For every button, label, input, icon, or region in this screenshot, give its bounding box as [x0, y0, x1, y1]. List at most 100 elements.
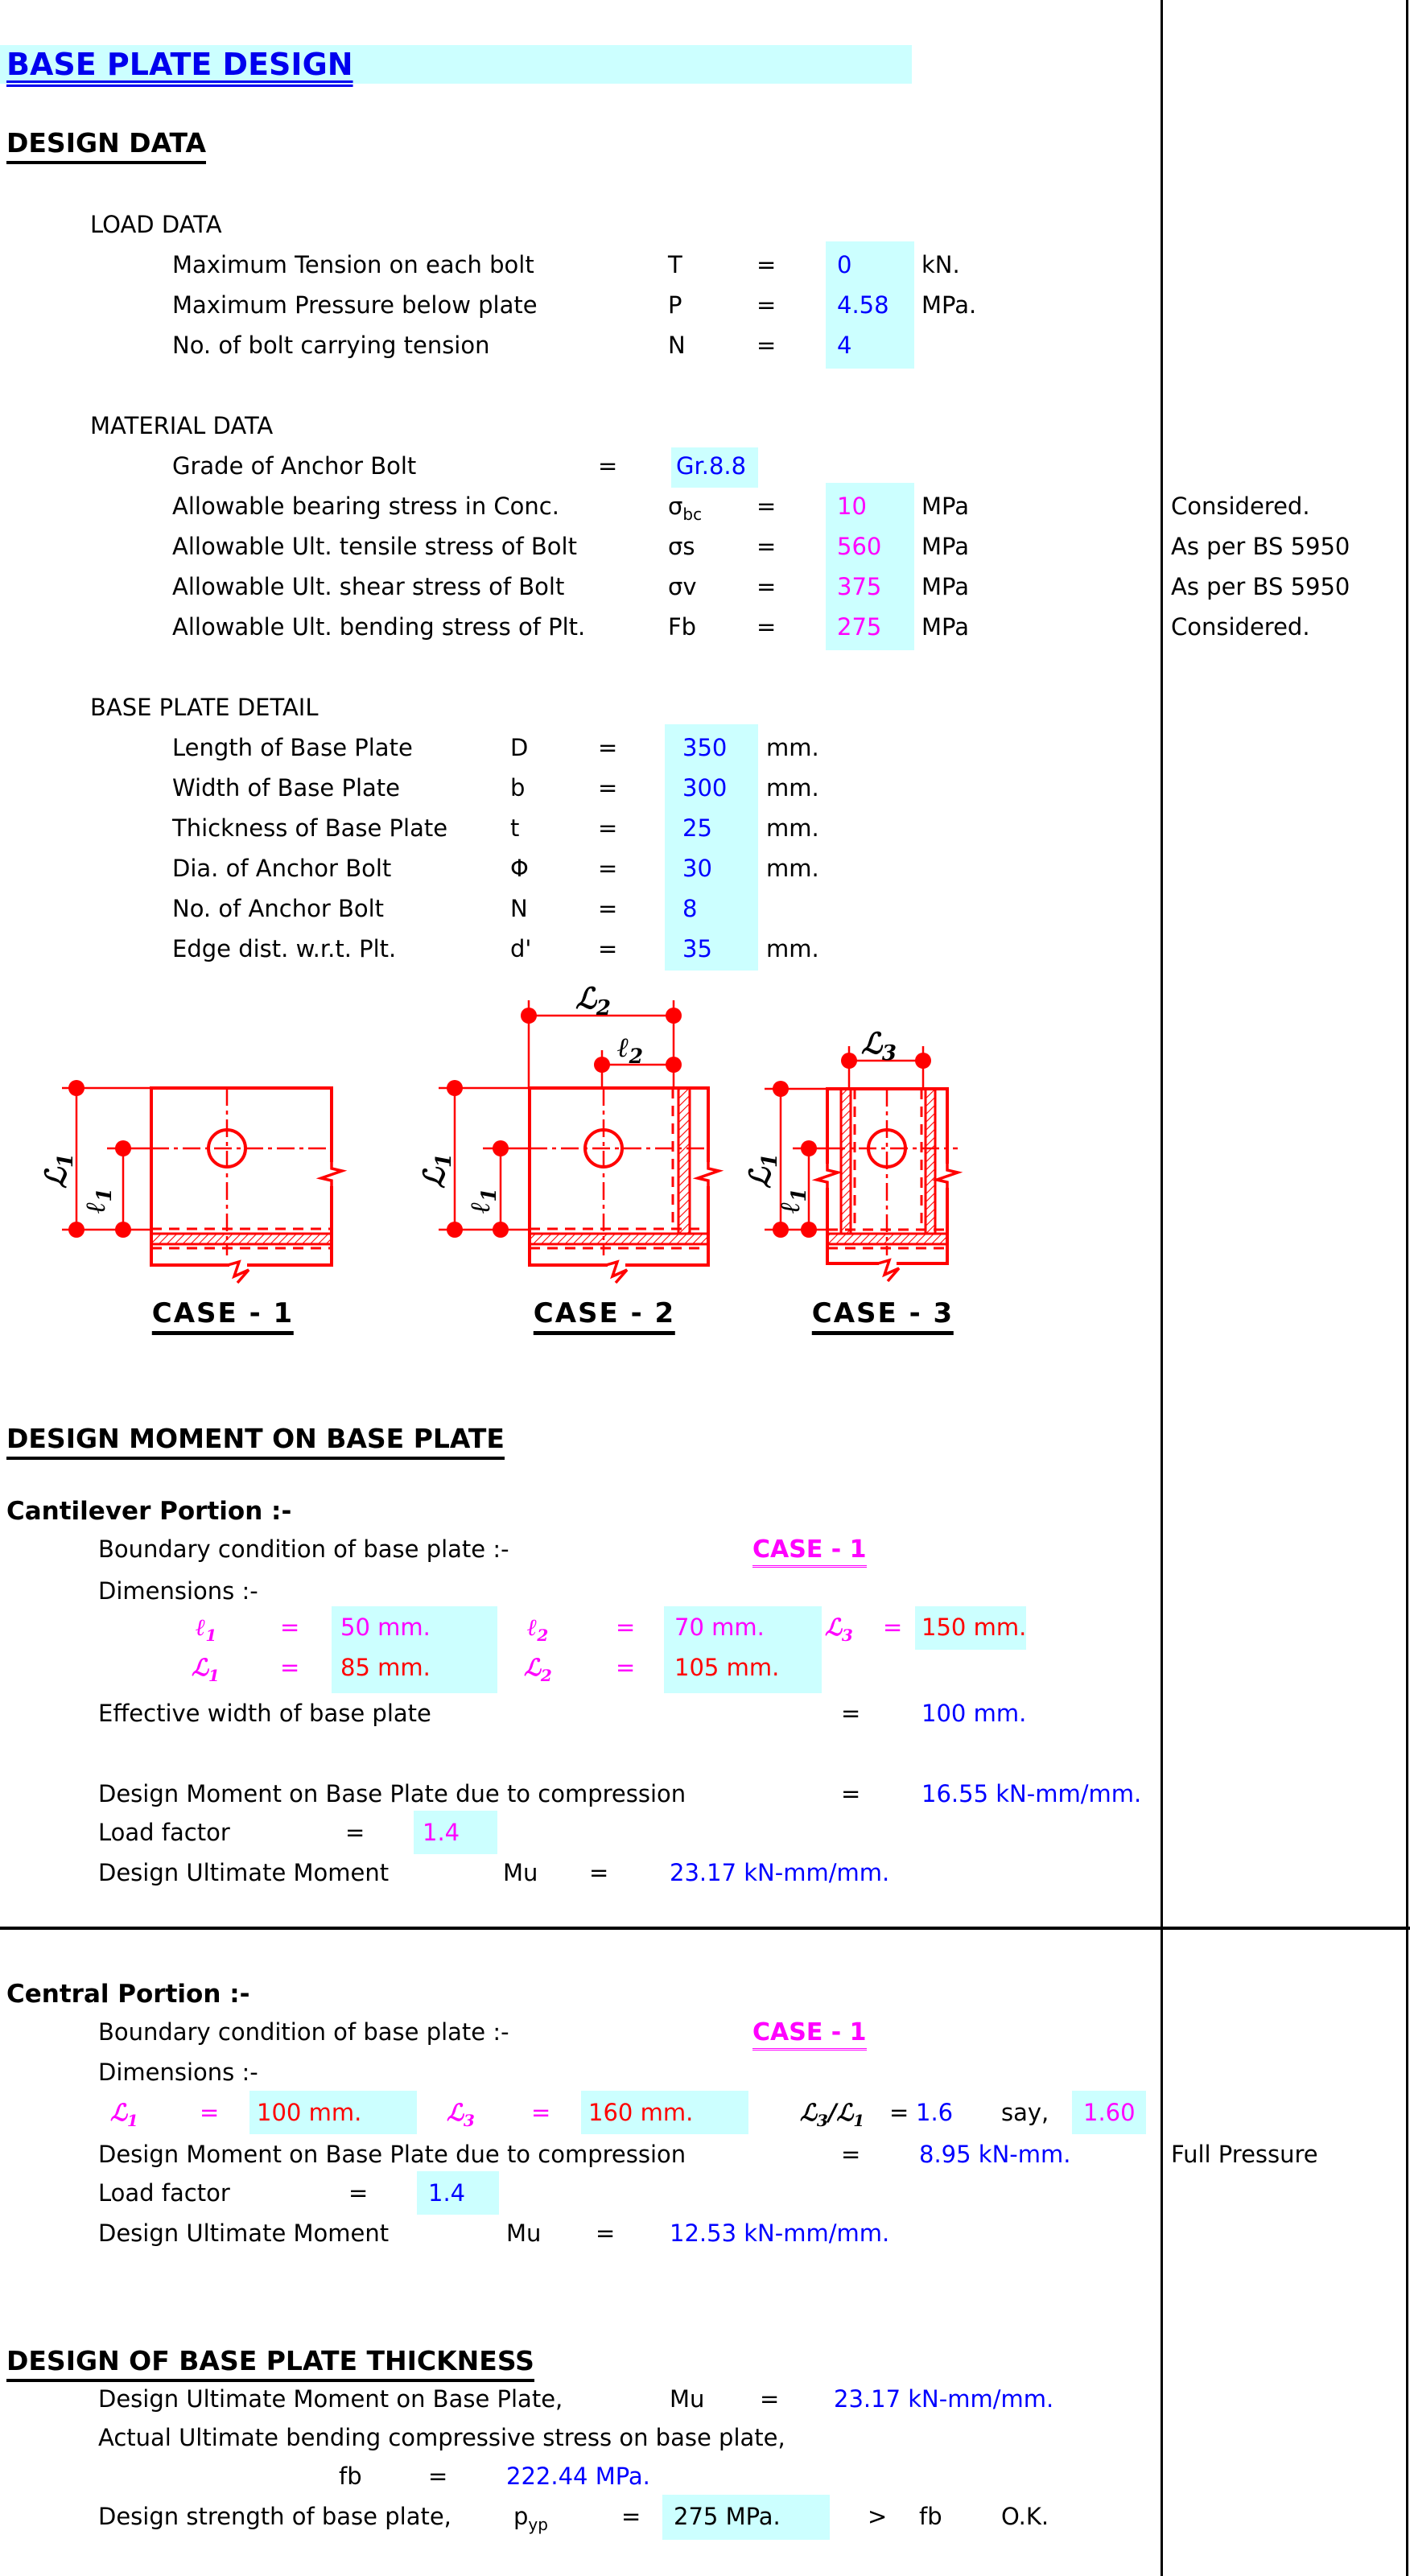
equals-sign: = [757, 332, 777, 359]
bending-stress-value[interactable]: 275 [837, 613, 882, 641]
row-label: Design Ultimate Moment on Base Plate, [98, 2385, 563, 2413]
edge-dist-value[interactable]: 35 [682, 935, 712, 962]
break-mark-icon [692, 1159, 724, 1191]
equals-sign: = [348, 2179, 369, 2207]
dim-symbol: ℒ3 [825, 1614, 853, 1645]
l1-value[interactable]: 50 mm. [340, 1614, 431, 1641]
equals-sign: = [596, 2219, 616, 2247]
section-divider-line [0, 1927, 1410, 1930]
stiffener [677, 1086, 691, 1235]
boundary-case-value[interactable]: CASE - 1 [752, 2018, 867, 2050]
row-symbol: P [668, 291, 682, 319]
row-label: Dimensions :- [98, 1577, 258, 1605]
input-cell-design-strength[interactable] [662, 2495, 830, 2540]
input-cell-central-L3[interactable] [581, 2091, 748, 2134]
tension-value[interactable]: 0 [837, 251, 852, 278]
equals-sign: = [598, 895, 618, 922]
cantilever-heading: Cantilever Portion :- [6, 1497, 292, 1526]
row-symbol: d' [510, 935, 532, 962]
input-cell-load-factor[interactable] [414, 1811, 497, 1854]
central-load-factor-row: Load factor = 1.4 [0, 2179, 1410, 2219]
cantilever-ultimate-row: Design Ultimate Moment Mu = 23.17 kN-mm/… [0, 1859, 1410, 1899]
input-cell-L3[interactable] [915, 1606, 1026, 1650]
L3-value[interactable]: 150 mm. [921, 1614, 1027, 1641]
equals-sign: = [883, 1614, 903, 1641]
input-cell-load-values[interactable] [826, 241, 914, 369]
l2-value[interactable]: 70 mm. [674, 1614, 765, 1641]
bearing-stress-value[interactable]: 10 [837, 493, 867, 520]
equals-sign: = [841, 1780, 861, 1807]
dimension-dots [447, 1008, 682, 1238]
row-label: Design Moment on Base Plate due to compr… [98, 1780, 686, 1807]
equals-sign: = [598, 734, 618, 761]
row-label: Width of Base Plate [172, 774, 401, 802]
cantilever-boundary-row: Boundary condition of base plate :- CASE… [0, 1535, 1410, 1576]
anchor-count-value[interactable]: 8 [682, 895, 698, 922]
grade-value[interactable]: Gr.8.8 [676, 452, 747, 480]
row-note: Full Pressure [1171, 2141, 1318, 2168]
cantilever-load-factor-row: Load factor = 1.4 [0, 1819, 1410, 1859]
cantilever-dims-row-2: ℒ1 = 85 mm. ℒ2 = 105 mm. [0, 1654, 1410, 1694]
bolt-dia-value[interactable]: 30 [682, 855, 712, 882]
tensile-stress-value[interactable]: 560 [837, 533, 882, 560]
bolt-count-value[interactable]: 4 [837, 332, 852, 359]
equals-sign: = [616, 1614, 636, 1641]
L2-value[interactable]: 105 mm. [674, 1654, 780, 1681]
row-symbol: t [510, 814, 520, 842]
central-L1-value[interactable]: 100 mm. [257, 2099, 362, 2126]
input-cell-l1[interactable] [332, 1606, 497, 1693]
plate-thickness-value[interactable]: 25 [682, 814, 712, 842]
equals-sign: = [757, 533, 777, 560]
plate-row-thickness: Thickness of Base Plate t = 25 mm. [0, 814, 1410, 855]
load-data-heading: LOAD DATA [90, 211, 222, 238]
input-cell-central-load-factor[interactable] [417, 2171, 499, 2215]
design-strength-value[interactable]: 275 MPa. [674, 2503, 781, 2530]
base-plate-case-diagrams: ℒ1 ℓ1 ℒ1 ℓ1 ℒ2 ℓ2 ℒ1 ℓ1 ℒ3 [39, 986, 963, 1284]
row-symbol: σbc [668, 493, 702, 524]
equals-sign: = [531, 2099, 551, 2126]
compression-moment-value: 16.55 kN-mm/mm. [921, 1780, 1142, 1807]
boundary-case-value[interactable]: CASE - 1 [752, 1535, 867, 1568]
load-factor-value[interactable]: 1.4 [423, 1819, 460, 1846]
row-unit: MPa [921, 493, 969, 520]
input-cell-plate-values[interactable] [665, 724, 758, 971]
dim-label-L1: ℒ1 [418, 1153, 456, 1189]
equals-sign: = [841, 2141, 861, 2168]
row-note: Considered. [1171, 613, 1310, 641]
plate-width-value[interactable]: 300 [682, 774, 728, 802]
equals-sign: = [889, 2099, 909, 2126]
thickness-heading: DESIGN OF BASE PLATE THICKNESS [6, 2345, 534, 2382]
equals-sign: = [200, 2099, 220, 2126]
dim-label-L3: ℒ3 [861, 1027, 897, 1065]
input-cell-l2[interactable] [664, 1606, 822, 1693]
equals-sign: = [841, 1700, 861, 1727]
plate-row-width: Width of Base Plate b = 300 mm. [0, 774, 1410, 814]
row-label: Boundary condition of base plate :- [98, 1535, 509, 1563]
plate-length-value[interactable]: 350 [682, 734, 728, 761]
pressure-value[interactable]: 4.58 [837, 291, 889, 319]
row-symbol: σv [668, 573, 697, 600]
central-dims-row: ℒ1 = 100 mm. ℒ3 = 160 mm. ℒ3/ℒ1 = 1.6 sa… [0, 2099, 1410, 2139]
input-cell-material-values[interactable] [826, 483, 914, 650]
row-note: As per BS 5950 [1171, 533, 1350, 560]
input-cell-central-L1[interactable] [249, 2091, 417, 2134]
load-factor-value[interactable]: 1.4 [428, 2179, 466, 2207]
equals-sign: = [598, 452, 618, 480]
ratio-rounded-value[interactable]: 1.60 [1083, 2099, 1136, 2126]
input-cell-ratio[interactable] [1072, 2091, 1146, 2134]
case2-drawing [439, 1000, 724, 1284]
row-symbol: T [668, 251, 682, 278]
equals-sign: = [598, 774, 618, 802]
central-L3-value[interactable]: 160 mm. [588, 2099, 694, 2126]
L1-value[interactable]: 85 mm. [340, 1654, 431, 1681]
cantilever-moment-row: Design Moment on Base Plate due to compr… [0, 1780, 1410, 1820]
material-row-bearing: Allowable bearing stress in Conc. σbc = … [0, 493, 1410, 533]
row-symbol: N [668, 332, 686, 359]
equals-sign: = [757, 493, 777, 520]
shear-stress-value[interactable]: 375 [837, 573, 882, 600]
dim-symbol: ℒ1 [110, 2099, 138, 2130]
input-cell-grade[interactable] [671, 447, 758, 488]
anchor-bolt-icon [583, 1128, 624, 1168]
row-label: Dia. of Anchor Bolt [172, 855, 392, 882]
row-label: No. of Anchor Bolt [172, 895, 385, 922]
